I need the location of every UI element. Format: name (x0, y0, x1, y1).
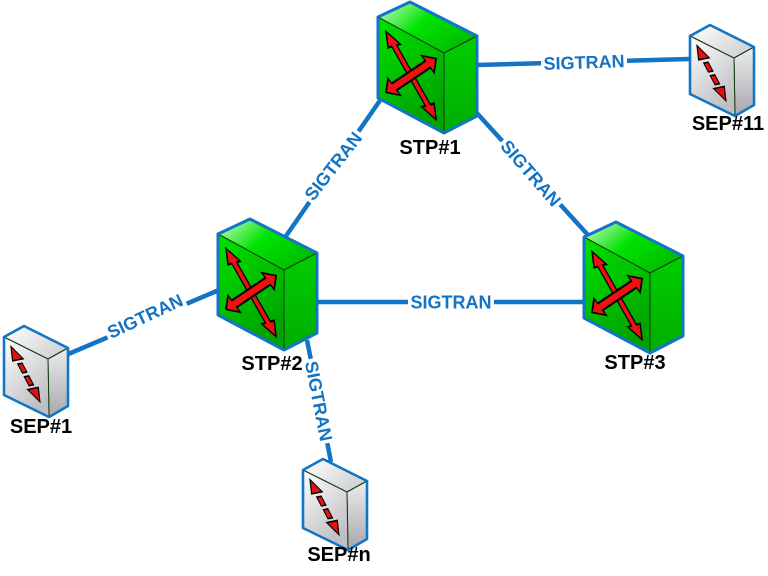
sep-endpoint-icon (2, 324, 70, 419)
link-stp1-sep11: SIGTRAN (476, 51, 691, 74)
link-label-background (540, 51, 628, 73)
link-label-sigtran: SIGTRAN (543, 51, 625, 74)
node-label-stp2: STP#2 (241, 353, 302, 375)
node-sep11: SEP#11 (688, 23, 764, 135)
link-label-sigtran: SIGTRAN (411, 293, 492, 313)
stp-switch-icon (376, 0, 479, 135)
link-stp1-stp3: SIGTRAN (473, 109, 590, 237)
link-sep1-stp2: SIGTRAN (65, 287, 220, 358)
node-sep1: SEP#1 (2, 324, 72, 438)
node-stp2: STP#2 (216, 217, 319, 375)
link-label-background (102, 289, 188, 343)
node-stp1: STP#1 (376, 0, 479, 159)
link-label-sigtran: SIGTRAN (497, 136, 565, 210)
link-stp1-stp2: SIGTRAN (284, 97, 383, 238)
node-label-stp3: STP#3 (604, 352, 665, 374)
link-label-background (299, 126, 367, 206)
link-label-background (495, 134, 567, 212)
node-stp3: STP#3 (582, 220, 685, 374)
node-label-sep1: SEP#1 (10, 416, 72, 438)
link-stp2-stp3: SIGTRAN (317, 293, 585, 313)
stp-switch-icon (216, 217, 319, 352)
link-label-sigtran: SIGTRAN (301, 359, 336, 442)
link-label-background (408, 293, 494, 311)
link-stp2-sepn: SIGTRAN (301, 339, 337, 463)
node-sepn: SEP#n (301, 457, 371, 566)
stp-switch-icon (582, 220, 685, 355)
node-label-stp1: STP#1 (399, 137, 460, 159)
sep-endpoint-icon (688, 23, 756, 118)
node-label-sepn: SEP#n (307, 544, 370, 566)
node-label-sep11: SEP#11 (692, 113, 764, 135)
link-label-background (301, 357, 337, 445)
sep-endpoint-icon (301, 457, 369, 552)
link-label-sigtran: SIGTRAN (301, 128, 367, 204)
link-label-sigtran: SIGTRAN (104, 290, 186, 342)
nodes-layer: STP#1 STP#2 STP#3 SEP#1 SEP#11 SEP#n (2, 0, 764, 566)
